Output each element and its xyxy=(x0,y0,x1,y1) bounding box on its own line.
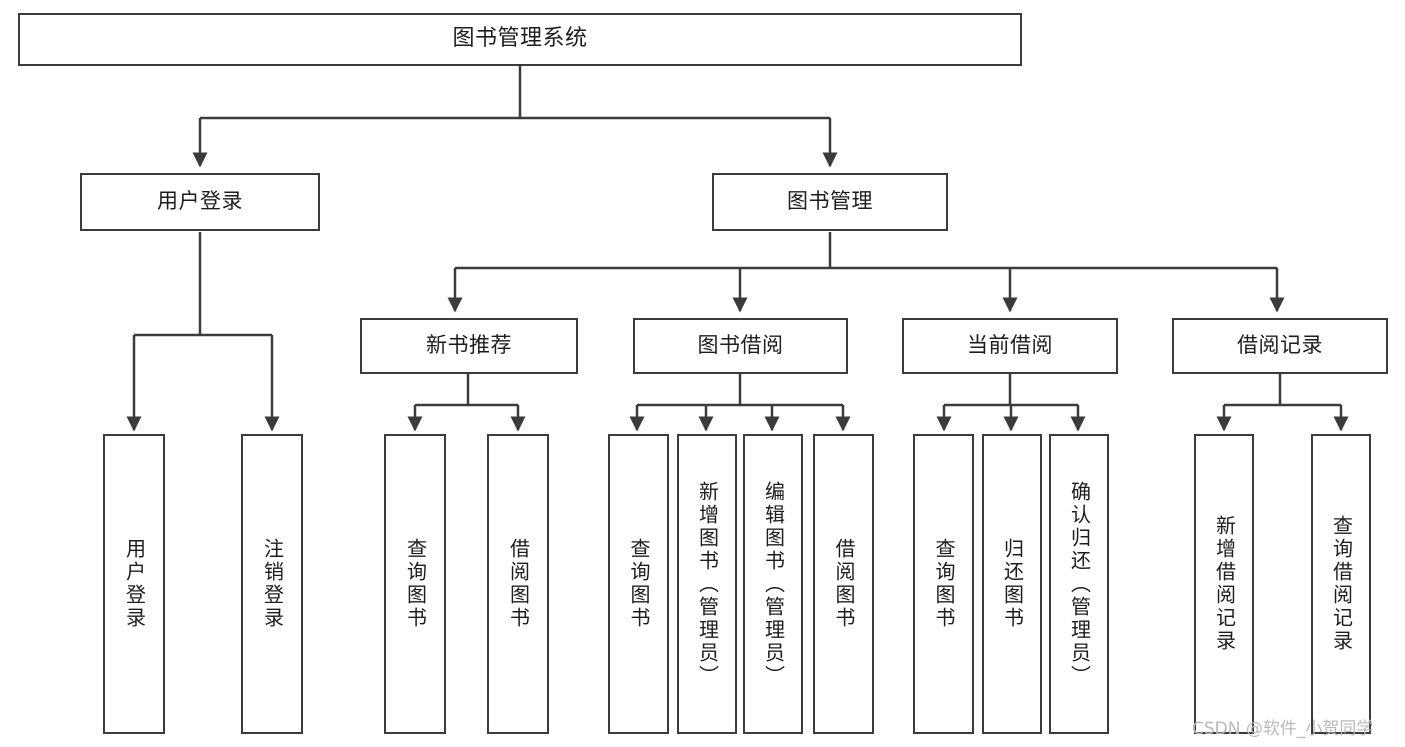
node-root-system[interactable]: 图书管理系统 xyxy=(18,13,1022,66)
leaf-label: 注销登录 xyxy=(260,538,285,630)
leaf-current-borrow-confirm[interactable]: 确认归还（管理员） xyxy=(1049,434,1109,734)
leaf-label: 用户登录 xyxy=(122,538,147,630)
watermark-text: CSDN @软件_小贺同学 xyxy=(1192,719,1374,739)
leaf-label: 查询图书 xyxy=(403,538,428,630)
leaf-label: 查询图书 xyxy=(627,538,651,630)
leaf-label: 查询图书 xyxy=(932,538,956,630)
leaf-new-book-query[interactable]: 查询图书 xyxy=(384,434,446,734)
leaf-book-borrow-add[interactable]: 新增图书（管理员） xyxy=(677,434,737,734)
leaf-book-borrow-query[interactable]: 查询图书 xyxy=(608,434,669,734)
leaf-label: 借阅图书 xyxy=(832,538,856,630)
leaf-new-book-borrow[interactable]: 借阅图书 xyxy=(487,434,549,734)
leaf-label: 新增图书（管理员） xyxy=(695,480,720,688)
leaf-book-borrow-borrow[interactable]: 借阅图书 xyxy=(813,434,874,734)
node-new-book-recommend[interactable]: 新书推荐 xyxy=(360,318,578,374)
node-book-management[interactable]: 图书管理 xyxy=(712,173,948,231)
leaf-user-login-signin[interactable]: 用户登录 xyxy=(103,434,165,734)
node-borrow-record[interactable]: 借阅记录 xyxy=(1172,318,1388,374)
leaf-user-login-signout[interactable]: 注销登录 xyxy=(241,434,303,734)
leaf-label: 编辑图书（管理员） xyxy=(761,480,786,688)
node-current-borrow[interactable]: 当前借阅 xyxy=(902,318,1118,374)
node-book-borrow[interactable]: 图书借阅 xyxy=(633,318,848,374)
leaf-borrow-record-query[interactable]: 查询借阅记录 xyxy=(1311,434,1371,734)
leaf-borrow-record-add[interactable]: 新增借阅记录 xyxy=(1194,434,1254,734)
leaf-label: 新增借阅记录 xyxy=(1212,515,1237,653)
node-user-login[interactable]: 用户登录 xyxy=(80,173,320,231)
leaf-book-borrow-edit[interactable]: 编辑图书（管理员） xyxy=(743,434,803,734)
leaf-current-borrow-query[interactable]: 查询图书 xyxy=(913,434,974,734)
leaf-label: 确认归还（管理员） xyxy=(1067,480,1092,688)
leaf-label: 归还图书 xyxy=(1000,538,1025,630)
leaf-label: 查询借阅记录 xyxy=(1329,515,1354,653)
leaf-label: 借阅图书 xyxy=(506,538,531,630)
leaf-current-borrow-return[interactable]: 归还图书 xyxy=(982,434,1042,734)
